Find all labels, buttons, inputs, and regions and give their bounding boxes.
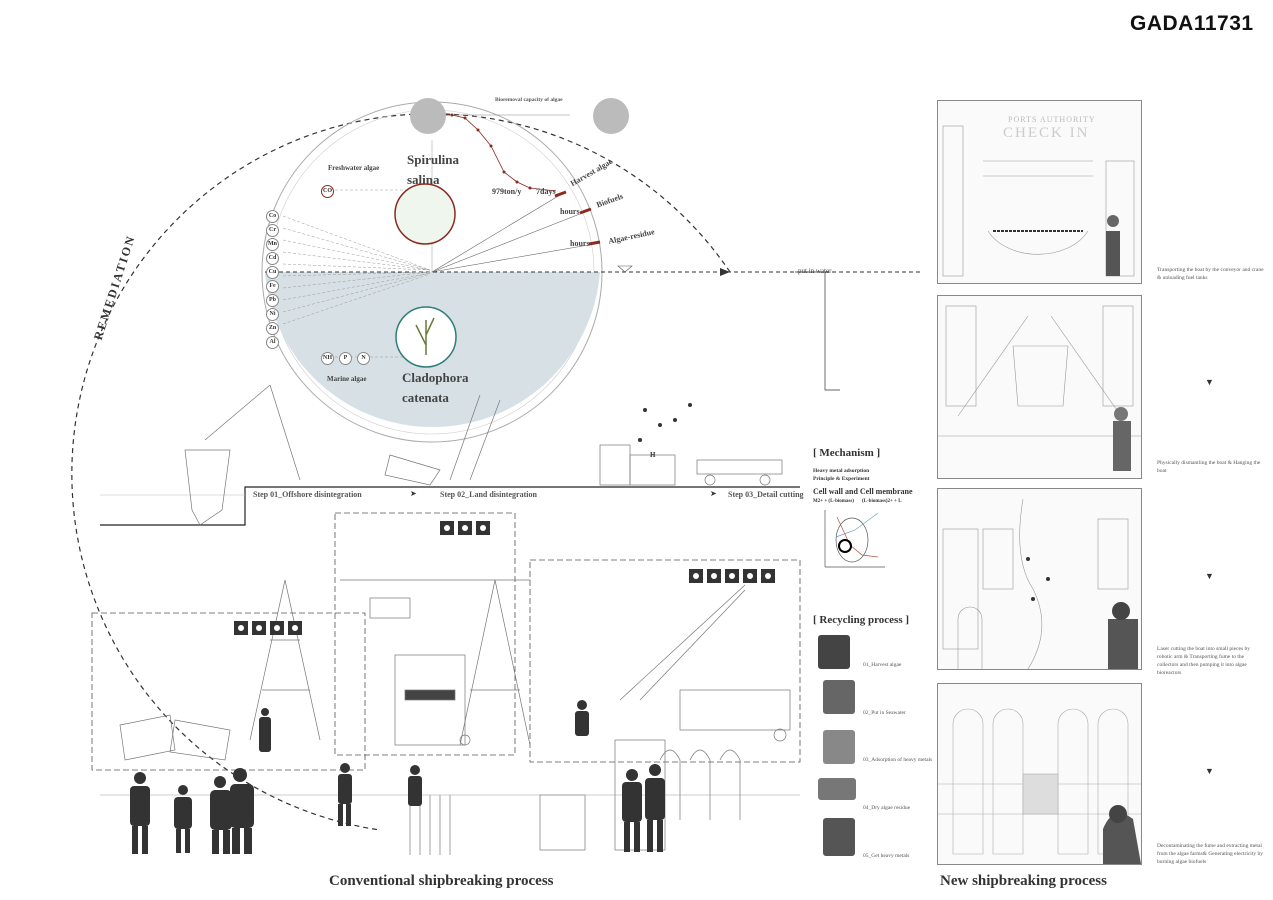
caption-1: Transporting the boat by the conveyor an…: [1157, 267, 1264, 281]
decontaminate-sketch: [938, 708, 1141, 864]
step-2: Step 02_Land disintegration: [440, 490, 537, 499]
nutrient-p: P: [339, 352, 352, 365]
beaker-photo: [823, 730, 855, 764]
remediation-arc: [71, 113, 731, 831]
residue-photo: [818, 778, 856, 800]
step-arrow-icon: ➤: [410, 489, 417, 498]
metal-al: Al: [266, 336, 279, 349]
hours-residue: hours: [570, 239, 590, 248]
ship-sketches: [184, 384, 783, 526]
step-1: Step 01_Offshore disintegration: [253, 490, 362, 499]
mechanism-title: [ Mechanism ]: [813, 447, 881, 459]
recycling-step: 04_Dry algae residue: [863, 805, 911, 811]
shipyard-sketches: [119, 579, 791, 855]
formula-right: (L-biomass)2+ + L: [862, 499, 902, 504]
metal-list: Co Cr Mn Cd Cu Fe Pb Ni Zn Al: [266, 210, 279, 349]
poster-code: GADA11731: [1130, 12, 1254, 35]
freshwater-label: Freshwater algae: [328, 164, 380, 172]
recycling-step: 01_Harvest algae: [863, 662, 902, 668]
chart-title: Bioremoval capacity of algae: [495, 97, 563, 103]
down-arrow-icon: ▼: [1205, 766, 1214, 776]
metal-photo: [823, 818, 855, 856]
beaker-photo: [823, 680, 855, 714]
grey-disc-1: [410, 98, 446, 134]
panel-laser-cut: [937, 488, 1142, 670]
arc-arrow: [720, 268, 730, 276]
step-3: Step 03_Detail cutting: [728, 490, 804, 499]
nutrient-nh: NH: [321, 352, 334, 365]
footer-new: New shipbreaking process: [940, 873, 1107, 889]
stage-box-3: [529, 559, 801, 763]
stage-box-2: [334, 512, 516, 756]
metal-zn: Zn: [266, 322, 279, 335]
recycling-title: [ Recycling process ]: [813, 614, 910, 626]
caption-4: Decontaminating the fume and extracting …: [1157, 843, 1263, 865]
metal-fe: Fe: [266, 280, 279, 293]
mechanism-heading: Cell wall and Cell membrane: [813, 487, 913, 496]
capacity-value: 979ton/y: [492, 187, 522, 196]
footer-conventional: Conventional shipbreaking process: [329, 873, 554, 889]
bioremoval-curve: [426, 114, 557, 192]
formula-left: M2+ + (L-biomass): [813, 499, 854, 504]
caption-2: Physically dismantling the boat & Hangin…: [1157, 460, 1261, 474]
laser-sketch: [942, 498, 1138, 669]
days-value: 7days: [536, 187, 556, 196]
sign-check-in: CHECK IN: [1003, 125, 1090, 141]
put-in-water-label: put in water: [798, 267, 832, 275]
ground-line: [100, 486, 800, 526]
caption-3: Laser cutting the boat into small pieces…: [1157, 646, 1251, 676]
panel-decontaminate: [937, 683, 1142, 865]
h-label: H: [650, 451, 656, 459]
panel-transport: PORTS AUTHORITY CHECK IN: [937, 100, 1142, 284]
marine-label: Marine algae: [327, 375, 367, 383]
grey-disc-2: [593, 98, 629, 134]
recycling-step: 02_Put in Seawater: [863, 710, 906, 716]
recycling-step: 03_Adsorption of heavy metals: [863, 757, 933, 763]
metal-mn: Mn: [266, 238, 279, 251]
sign-ports-authority: PORTS AUTHORITY: [1008, 115, 1096, 124]
mechanism-chart: [824, 510, 885, 568]
down-arrow-icon: ▼: [1205, 571, 1214, 581]
algae-photo: [818, 635, 850, 669]
metal-co: Co: [266, 210, 279, 223]
down-arrow-icon: ▼: [1205, 377, 1214, 387]
transport-sketch: [942, 125, 1135, 277]
metal-pb: Pb: [266, 294, 279, 307]
spirulina-image: [394, 183, 456, 245]
dismantle-sketch: [938, 305, 1141, 471]
co2-marker: CO: [321, 185, 334, 198]
metal-cr: Cr: [266, 224, 279, 237]
stage-box-1: [91, 612, 366, 771]
panel-dismantle: [937, 295, 1142, 479]
hours-biofuels: hours: [560, 207, 580, 216]
nutrient-n: N: [357, 352, 370, 365]
recycling-step: 05_Get heavy metals: [863, 853, 910, 859]
step-arrow-icon: ➤: [710, 489, 717, 498]
metal-ni: Ni: [266, 308, 279, 321]
metal-cu: Cu: [266, 266, 279, 279]
workers: [130, 700, 665, 854]
metal-cd: Cd: [266, 252, 279, 265]
